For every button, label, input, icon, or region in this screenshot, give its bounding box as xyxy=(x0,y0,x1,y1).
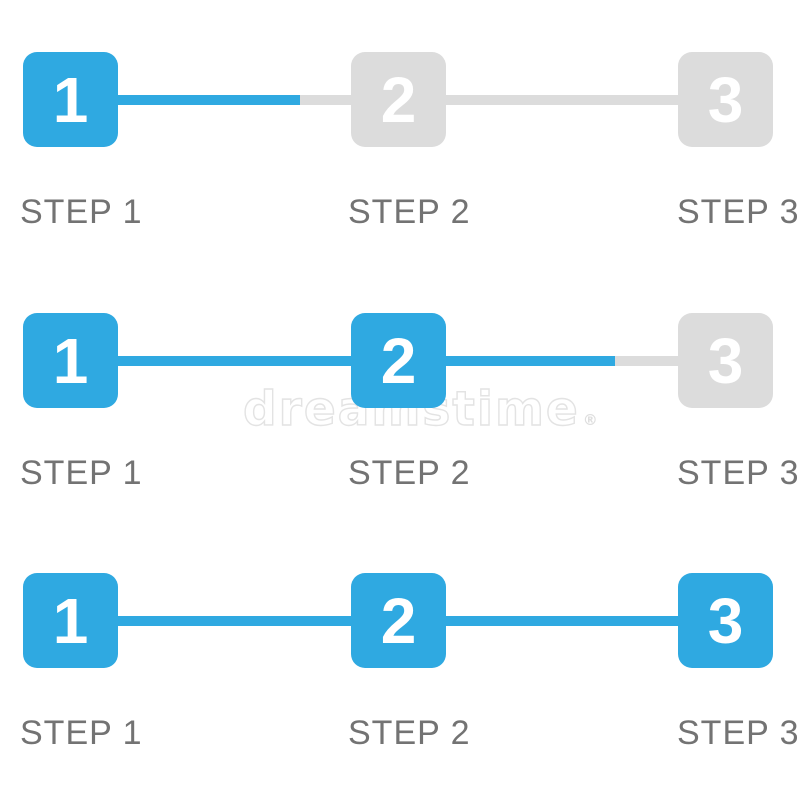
stepper-row-2: 1 2 3 STEP 1 STEP 2 STEP 3 xyxy=(0,313,800,513)
step-2-label: STEP 2 xyxy=(348,714,471,752)
step-1-label: STEP 1 xyxy=(20,454,143,492)
step-number: 3 xyxy=(707,324,744,397)
step-1-box[interactable]: 1 xyxy=(23,573,118,668)
step-number: 1 xyxy=(52,584,89,657)
step-3-label: STEP 3 xyxy=(677,193,800,231)
connector-progress-fill xyxy=(118,616,351,626)
connector-1-2 xyxy=(118,356,351,366)
step-3-box[interactable]: 3 xyxy=(678,52,773,147)
step-1-box[interactable]: 1 xyxy=(23,52,118,147)
step-number: 3 xyxy=(707,63,744,136)
step-3-box[interactable]: 3 xyxy=(678,573,773,668)
step-number: 2 xyxy=(380,324,417,397)
step-number: 1 xyxy=(52,63,89,136)
step-1-label: STEP 1 xyxy=(20,714,143,752)
connector-1-2 xyxy=(118,616,351,626)
step-1-label: STEP 1 xyxy=(20,193,143,231)
step-1-box[interactable]: 1 xyxy=(23,313,118,408)
registered-trademark-icon: ® xyxy=(582,411,598,429)
connector-progress-fill xyxy=(446,616,678,626)
step-3-label: STEP 3 xyxy=(677,714,800,752)
connector-2-3 xyxy=(446,616,678,626)
step-3-label: STEP 3 xyxy=(677,454,800,492)
stepper-row-1: 1 2 3 STEP 1 STEP 2 STEP 3 xyxy=(0,52,800,252)
step-number: 2 xyxy=(380,584,417,657)
connector-progress-fill xyxy=(118,356,351,366)
connector-2-3 xyxy=(446,95,678,105)
step-3-box[interactable]: 3 xyxy=(678,313,773,408)
step-number: 1 xyxy=(52,324,89,397)
step-2-box[interactable]: 2 xyxy=(351,52,446,147)
connector-1-2 xyxy=(118,95,351,105)
step-2-box[interactable]: 2 xyxy=(351,313,446,408)
connector-2-3 xyxy=(446,356,678,366)
stepper-row-3: 1 2 3 STEP 1 STEP 2 STEP 3 xyxy=(0,573,800,773)
step-number: 3 xyxy=(707,584,744,657)
step-2-label: STEP 2 xyxy=(348,193,471,231)
step-2-label: STEP 2 xyxy=(348,454,471,492)
step-2-box[interactable]: 2 xyxy=(351,573,446,668)
step-number: 2 xyxy=(380,63,417,136)
connector-progress-fill xyxy=(446,356,616,366)
connector-progress-fill xyxy=(118,95,300,105)
